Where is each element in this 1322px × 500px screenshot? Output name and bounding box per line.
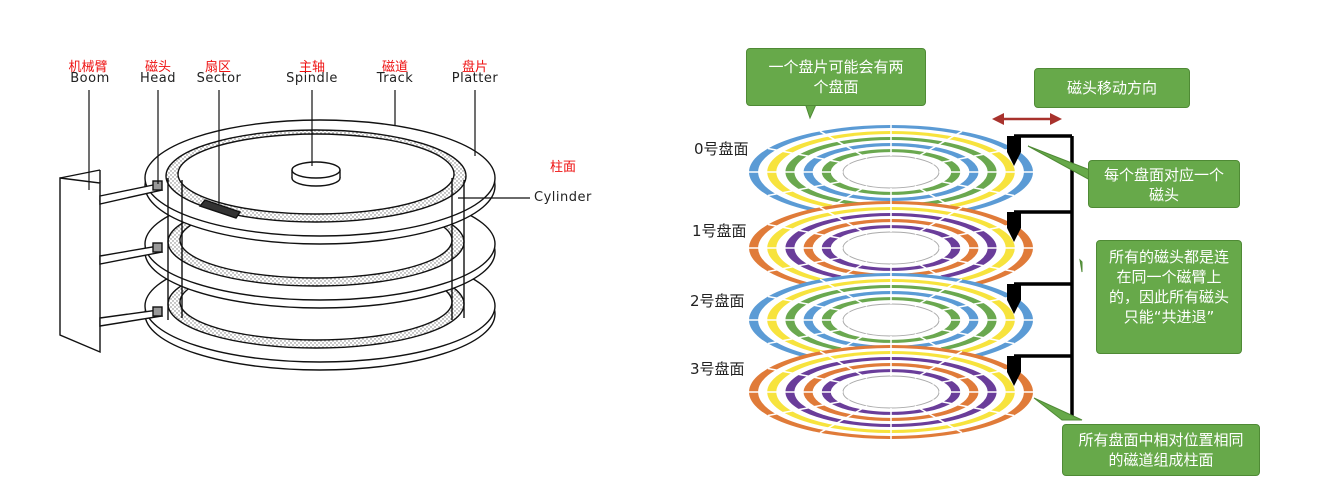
direction-callout-text: 磁头移动方向 <box>1066 79 1157 97</box>
sector-line <box>819 278 868 307</box>
boom-housing <box>59 169 101 354</box>
sector-line <box>914 206 963 235</box>
spindle-hole <box>842 375 940 409</box>
sector-line <box>914 350 963 379</box>
sector-line <box>932 327 1015 345</box>
disk-structure-diagram <box>59 90 530 371</box>
sector-line <box>819 206 868 235</box>
surface-label-2: 2号盘面 <box>690 292 745 310</box>
sector-line <box>819 130 868 159</box>
sector-line <box>767 367 850 385</box>
track-label-en: Track <box>376 71 414 86</box>
sector-line <box>932 295 1015 313</box>
platters <box>749 125 1033 439</box>
sector-line <box>914 405 963 434</box>
sector-line <box>914 130 963 159</box>
sector-line <box>819 405 868 434</box>
sector-line <box>767 295 850 313</box>
cylinder-callout: 所有盘面中相对位置相同的磁道组成柱面 <box>1062 424 1260 476</box>
sector-line <box>932 147 1015 165</box>
head-label-en: Head <box>140 71 176 86</box>
cylinder-label-cn: 柱面 <box>549 160 576 175</box>
spindle-hole <box>842 155 940 189</box>
sector-label-cn: 扇区 <box>204 60 231 75</box>
platter-label-en: Platter <box>451 71 499 86</box>
platter-callout-text: 一个盘片可能会有两个盘面 <box>768 58 904 96</box>
sector-line <box>914 278 963 307</box>
sector-line <box>767 255 850 273</box>
track-label-cn: 磁道 <box>381 60 408 75</box>
sector-line <box>767 399 850 417</box>
arm-callout: 所有的磁头都是连在同一个磁臂上的，因此所有磁头只能“共进退” <box>1096 240 1242 354</box>
surface-label-1: 1号盘面 <box>692 222 747 240</box>
head-label-cn: 磁头 <box>144 60 171 75</box>
head-callout-text: 每个盘面对应一个磁头 <box>1103 166 1224 204</box>
surface-label-0: 0号盘面 <box>694 140 749 158</box>
cylinder-callout-text: 所有盘面中相对位置相同的磁道组成柱面 <box>1078 431 1244 469</box>
sector-label-en: Sector <box>196 71 242 86</box>
sector-line <box>767 147 850 165</box>
spindle-hole <box>842 303 940 337</box>
direction-callout: 磁头移动方向 <box>1034 68 1190 108</box>
spindle-label-en: Spindle <box>286 71 338 86</box>
platter-callout: 一个盘片可能会有两个盘面 <box>746 48 926 106</box>
leader-lines <box>88 90 530 204</box>
sector-line <box>932 223 1015 241</box>
sector-line <box>767 223 850 241</box>
platter-stack <box>144 119 496 371</box>
spindle-hole <box>842 231 940 265</box>
sector-line <box>767 327 850 345</box>
read-write-heads <box>1007 136 1021 386</box>
boom-label-cn: 机械臂 <box>68 60 108 75</box>
arm-assembly <box>1014 134 1074 418</box>
cylinder-label-en: Cylinder <box>534 190 592 205</box>
surface-diagram <box>749 99 1091 439</box>
head-arms <box>99 180 164 327</box>
sector-line <box>932 399 1015 417</box>
spindle-label-cn: 主轴 <box>298 60 325 75</box>
platter-label-cn: 盘片 <box>461 60 488 75</box>
sector-line <box>932 179 1015 197</box>
sector-line <box>932 367 1015 385</box>
boom-label-en: Boom <box>70 71 110 86</box>
sector-line <box>932 255 1015 273</box>
sector-line <box>819 350 868 379</box>
sector-line <box>767 179 850 197</box>
head-callout: 每个盘面对应一个磁头 <box>1088 160 1240 208</box>
arm-callout-text: 所有的磁头都是连在同一个磁臂上的，因此所有磁头只能“共进退” <box>1109 248 1230 326</box>
surface-label-3: 3号盘面 <box>690 360 745 378</box>
direction-arrow <box>992 113 1062 125</box>
